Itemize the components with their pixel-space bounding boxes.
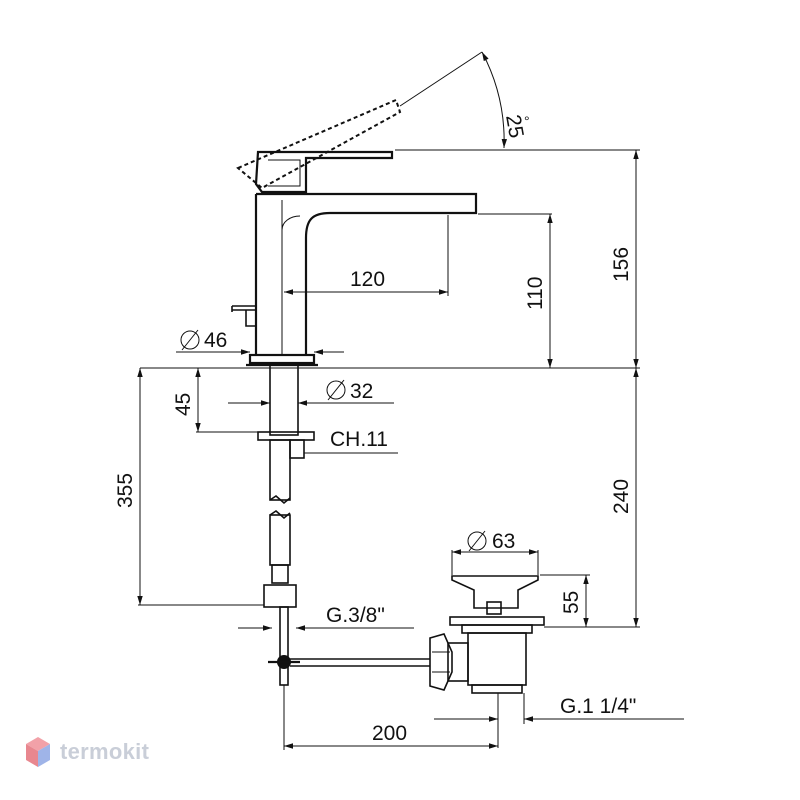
base-diameter-label: 46 (204, 329, 227, 352)
base-diameter-label-group: 46 (180, 329, 227, 352)
shank-length-label: 45 (172, 393, 195, 416)
cube-logo-icon (26, 737, 50, 767)
hose-thread-label: G.3/8" (326, 604, 385, 627)
total-height-label: 156 (610, 247, 633, 282)
drain-assembly (290, 575, 545, 694)
degree-symbol: ° (524, 113, 530, 129)
shank-and-hose (257, 364, 315, 686)
drain-diameter-label: 63 (492, 530, 515, 553)
watermark-logo: termokit (24, 735, 149, 769)
body-height-label: 240 (610, 479, 633, 514)
faucet-body (231, 150, 478, 367)
spout-reach-label: 120 (350, 268, 385, 291)
rod-length-label: 200 (372, 722, 407, 745)
dimension-lines (137, 51, 684, 750)
shank-diameter-label-group: 32 (326, 379, 373, 403)
drain-diameter-label-group: 63 (467, 530, 515, 553)
watermark-text: termokit (60, 739, 150, 764)
lever-open-position (236, 98, 402, 190)
hose-length-label: 355 (114, 473, 137, 508)
drain-thread-label: G.1 1/4" (560, 695, 636, 718)
shank-diameter-label: 32 (350, 380, 373, 403)
spout-height-label: 110 (524, 277, 547, 310)
drain-height-label: 55 (560, 591, 583, 614)
nut-label: CH.11 (330, 428, 388, 451)
angle-label: 25 (501, 113, 528, 140)
